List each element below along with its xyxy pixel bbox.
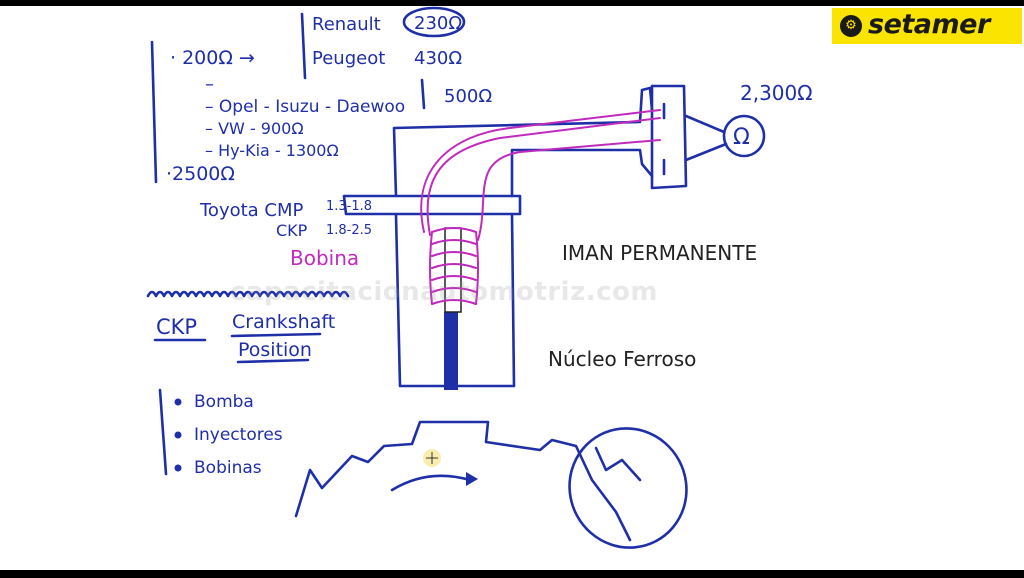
sensor-body-right: [510, 148, 654, 198]
note-peugeot-value: 430Ω: [414, 48, 462, 69]
note-vw: – VW - 900Ω: [205, 119, 304, 138]
bullet-dot: [174, 431, 182, 439]
note-bobina: Bobina: [290, 246, 359, 270]
note-toyota: Toyota CMP: [199, 200, 304, 221]
note-renault-value: 230Ω: [414, 13, 462, 34]
bullet-dot: [174, 464, 182, 472]
reluctor-wheel: [294, 420, 632, 542]
cursor-crosshair-icon: [426, 452, 438, 464]
ferrous-core: [444, 312, 458, 390]
connector-housing: [650, 84, 688, 190]
meter-leads: [684, 114, 728, 162]
nucleo-ferroso-label: Núcleo Ferroso: [548, 347, 696, 371]
note-ckp-range: 1.8-2.5: [326, 223, 372, 238]
divider-squiggle: [146, 290, 350, 298]
iman-permanente-label: IMAN PERMANENTE: [562, 241, 757, 265]
highlight-circle: [402, 6, 466, 38]
bullet-dot: [174, 398, 182, 406]
note-peugeot: Peugeot: [312, 48, 385, 69]
detail-tooth: [594, 446, 642, 482]
bullet-label: Bomba: [194, 392, 254, 412]
brand-bracket: [300, 12, 307, 80]
brand-name: setamer: [868, 9, 990, 40]
bullet-label: Bobinas: [194, 458, 262, 478]
ohmmeter-circle: [722, 114, 766, 158]
opel-bracket: [420, 78, 426, 110]
brand-logo-banner: [832, 8, 1022, 44]
crankshaft-underline: [230, 332, 322, 338]
meter-value: 2,300Ω: [740, 81, 813, 105]
position-label: Position: [238, 339, 312, 361]
coil-winding: [431, 227, 477, 305]
coil-outline: [429, 231, 479, 305]
note-opel-value: 500Ω: [444, 86, 492, 107]
ckp-title: CKP: [156, 315, 197, 339]
note-ckp-short: CKP: [276, 221, 308, 240]
note-200: · 200Ω →: [170, 47, 255, 69]
wire-a: [426, 117, 661, 236]
position-underline: [236, 358, 310, 364]
note-hyundai: – Hy-Kia - 1300Ω: [205, 141, 339, 160]
sensor-body-top: [392, 86, 654, 198]
arrow-head-icon: [466, 472, 478, 486]
note-toyota-cmp: 1.3-1.8: [326, 199, 372, 214]
wire-c: [420, 109, 661, 233]
ohm-symbol-icon: Ω: [733, 125, 750, 150]
ckp-bracket: [158, 388, 168, 476]
rotation-arrow: [390, 474, 472, 492]
top-letterbox: [0, 0, 1024, 6]
bottom-letterbox: [0, 570, 1024, 578]
bullet-label: Inyectores: [194, 425, 283, 445]
resistance-bracket: [150, 40, 158, 184]
note-dash: –: [205, 74, 214, 95]
crankshaft-label: Crankshaft: [232, 311, 335, 333]
mounting-flange: [342, 194, 522, 216]
wrench-gear-icon: ⚙: [840, 15, 862, 37]
note-2500: ·2500Ω: [166, 163, 235, 185]
wire-b: [477, 139, 661, 241]
note-renault: Renault: [312, 14, 381, 35]
note-opel: – Opel - Isuzu - Daewoo: [205, 97, 405, 117]
detail-loop: [568, 427, 688, 549]
watermark-text: capacitacionautomotriz.com: [230, 277, 658, 307]
